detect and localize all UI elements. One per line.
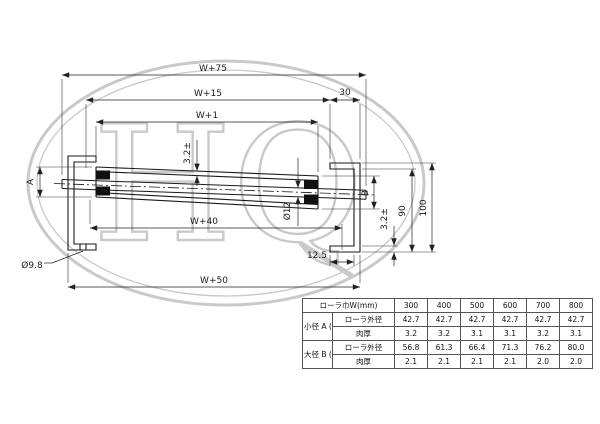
- right-bracket: [329, 162, 361, 253]
- group-small-dia-label: 小径 A (mm): [302, 312, 333, 341]
- label-tube-length: W+1: [196, 111, 218, 121]
- label-wall-thickness-right: 3.2±: [380, 208, 390, 230]
- table-row: 小径 A (mm) ローラ外径 42.7 42.7 42.7 42.7 42.7…: [302, 312, 594, 341]
- label-overall-width-bottom: W+50: [200, 276, 228, 286]
- row-label: 肉厚: [331, 326, 396, 341]
- dimension-lines: [37, 72, 435, 290]
- left-bracket: [67, 155, 97, 251]
- leader-hole: [51, 250, 84, 264]
- table-row: 大径 B (mm) ローラ外径 56.8 61.3 66.4 71.3 76.2…: [302, 340, 594, 369]
- label-foot-width: 12.5: [307, 251, 327, 261]
- row-label: 肉厚: [331, 354, 396, 369]
- table-header-row: ローラ巾W(mm) 300 400 500 600 700 800: [301, 298, 594, 313]
- table-header-label: ローラ巾W(mm): [301, 298, 396, 313]
- bearing-seals: [96, 170, 318, 204]
- width-col-300: 300: [394, 298, 429, 313]
- width-col-700: 700: [526, 298, 561, 313]
- table-row: 肉厚 3.2 3.2 3.1 3.1 3.2 3.1: [303, 326, 594, 341]
- width-col-500: 500: [460, 298, 495, 313]
- roller-centerline: [53, 183, 377, 196]
- label-large-end-dia: B: [361, 190, 371, 196]
- row-label: ローラ外径: [331, 312, 396, 327]
- width-col-800: 800: [559, 298, 594, 313]
- row-label: ローラ外径: [331, 340, 396, 355]
- label-width-between-brackets: W+40: [190, 217, 218, 227]
- label-wall-thickness-top: 3.2±: [183, 142, 193, 164]
- label-shaft-dia: Ø12: [282, 202, 293, 221]
- dimension-labels: W+75 W+15 30 W+1 3.2± A B Ø12 90 100 3.2…: [21, 64, 429, 286]
- group-large-dia-label: 大径 B (mm): [302, 340, 333, 369]
- label-overall-width-top: W+75: [199, 64, 227, 74]
- label-small-end-dia: A: [26, 178, 36, 185]
- hq-watermark-logo: HQ: [26, 59, 426, 307]
- label-bracket-inner-height: 90: [398, 205, 408, 217]
- spec-table: ローラ巾W(mm) 300 400 500 600 700 800 小径 A (…: [301, 298, 594, 369]
- width-col-400: 400: [427, 298, 462, 313]
- extension-lines: [36, 79, 436, 283]
- watermark-text: HQ: [93, 91, 364, 278]
- width-col-600: 600: [493, 298, 528, 313]
- label-bracket-outer-height: 100: [419, 199, 429, 216]
- label-flange-width: 30: [339, 88, 351, 98]
- table-row: 肉厚 2.1 2.1 2.1 2.1 2.0 2.0: [303, 354, 594, 369]
- label-mount-hole-dia: Ø9.8: [21, 260, 43, 271]
- label-width-mid: W+15: [194, 89, 222, 99]
